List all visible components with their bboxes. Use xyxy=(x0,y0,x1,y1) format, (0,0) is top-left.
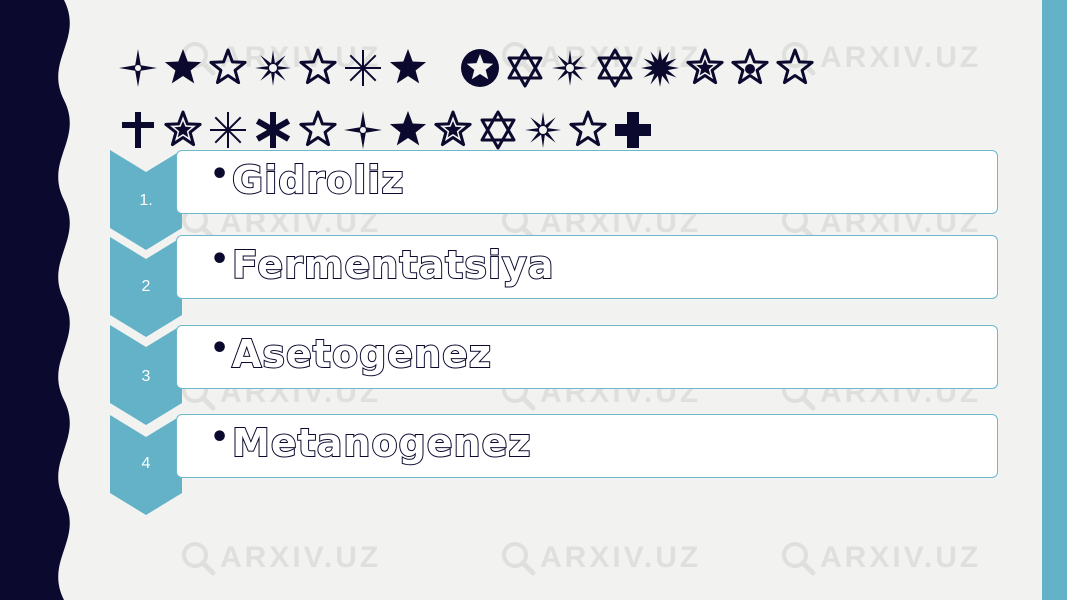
four-star-icon xyxy=(119,49,157,87)
step-label-1: Gidroliz xyxy=(231,157,405,203)
black-star-icon xyxy=(164,49,202,84)
circled-star-icon xyxy=(461,49,499,87)
step-bar-4 xyxy=(176,414,998,478)
pinwheel-star-icon xyxy=(164,110,202,147)
cross-icon xyxy=(122,112,154,148)
step-bar-1 xyxy=(176,150,998,214)
white-star-icon xyxy=(776,48,814,85)
heavy-asterisk-icon xyxy=(255,112,291,148)
step-number-4: 4 xyxy=(141,455,151,472)
left-decorative-band xyxy=(0,0,70,600)
step-number-1: 1. xyxy=(139,192,153,209)
white-star-icon xyxy=(569,110,607,147)
step-label-2: Fermentatsiya xyxy=(231,242,555,288)
burst-icon xyxy=(641,49,679,87)
black-star-icon xyxy=(389,49,427,84)
step-number-2: 2 xyxy=(141,278,151,295)
asterisk-icon xyxy=(210,112,246,148)
six-point-star-icon xyxy=(507,48,543,88)
asterisk-icon xyxy=(345,50,381,86)
title-line-2 xyxy=(118,110,838,152)
white-star-icon xyxy=(299,48,337,85)
spiked-star-icon xyxy=(255,50,291,86)
step-bullet-4: • xyxy=(210,420,230,455)
step-bullet-1: • xyxy=(210,157,230,192)
wavy-navy-band xyxy=(0,0,70,600)
six-point-star-icon xyxy=(480,110,516,150)
black-star-icon xyxy=(389,111,427,146)
pinwheel-star-icon xyxy=(686,48,724,85)
circle-star-icon xyxy=(731,48,769,85)
step-bullet-2: • xyxy=(210,242,230,277)
step-label-3: Asetogenez xyxy=(231,331,492,377)
six-point-star-icon xyxy=(597,48,633,88)
pinwheel-star-icon xyxy=(434,110,472,147)
step-label-4: Metanogenez xyxy=(231,420,532,466)
step-bar-3 xyxy=(176,325,998,389)
step-bullet-3: • xyxy=(210,331,230,366)
right-accent-bar xyxy=(1042,0,1067,600)
four-star-icon xyxy=(344,111,382,149)
step-number-3: 3 xyxy=(141,368,151,385)
slide-title xyxy=(118,48,838,172)
greek-cross-icon xyxy=(615,112,651,148)
step-bar-2 xyxy=(176,235,998,299)
white-star-icon xyxy=(299,110,337,147)
white-star-icon xyxy=(209,48,247,85)
spiked-star-icon xyxy=(525,112,561,148)
spiked-star-icon xyxy=(552,50,588,86)
title-line-1 xyxy=(118,48,838,90)
